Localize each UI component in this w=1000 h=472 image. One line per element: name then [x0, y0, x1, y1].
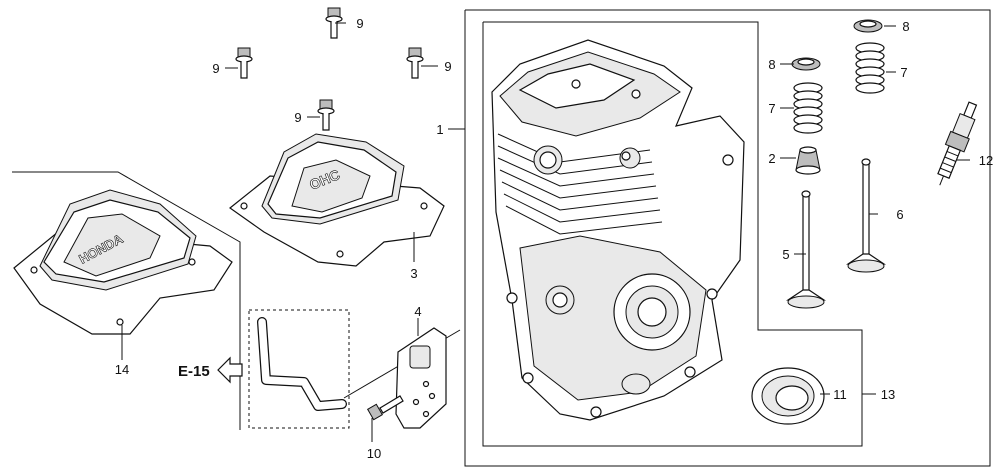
callout-9: 9	[294, 110, 301, 125]
bolt-9-d	[317, 99, 335, 131]
assembly-frame-outer	[464, 9, 991, 467]
callout-5: 5	[782, 247, 789, 262]
callout-10: 10	[367, 446, 381, 461]
valve-seal-2	[795, 146, 821, 175]
callout-3: 3	[410, 266, 417, 281]
callout-9: 9	[444, 59, 451, 74]
screw-10	[366, 395, 404, 421]
callout-8: 8	[902, 19, 909, 34]
callout-9: 9	[356, 16, 363, 31]
callout-13: 13	[881, 387, 895, 402]
oil-seal-11	[751, 367, 825, 425]
leader-lines	[121, 22, 970, 442]
callout-4: 4	[414, 304, 421, 319]
bolt-9-c	[406, 47, 424, 79]
callout-7: 7	[768, 101, 775, 116]
bolt-9-a	[325, 7, 343, 39]
arrow-left-outline-icon	[217, 356, 243, 384]
breather-plate	[395, 327, 447, 429]
callout-12: 12	[979, 153, 993, 168]
valve-cap-8-left	[791, 57, 821, 71]
assembly-frame-inner	[482, 21, 863, 447]
callout-11: 11	[833, 387, 847, 402]
callout-2: 2	[768, 151, 775, 166]
callout-7: 7	[900, 65, 907, 80]
valve-spring-7-left	[793, 82, 823, 134]
valve-6	[846, 158, 886, 273]
valve-spring-7-right	[855, 42, 885, 94]
head-cover-center: OHC	[229, 133, 445, 267]
crankcase-cylinder	[491, 39, 745, 421]
head-cover-left: HONDA	[13, 189, 233, 335]
bolt-9-b	[235, 47, 253, 79]
callout-1: 1	[436, 122, 443, 137]
callout-9: 9	[212, 61, 219, 76]
spark-plug-12	[937, 101, 978, 186]
callout-6: 6	[896, 207, 903, 222]
left-group-frame	[12, 171, 241, 430]
callout-14: 14	[115, 362, 129, 377]
valve-cap-8-right	[853, 19, 883, 33]
breather-tube-frame	[248, 309, 350, 429]
valve-5	[786, 190, 826, 309]
reference-label: E-15	[178, 363, 210, 380]
callout-8: 8	[768, 57, 775, 72]
